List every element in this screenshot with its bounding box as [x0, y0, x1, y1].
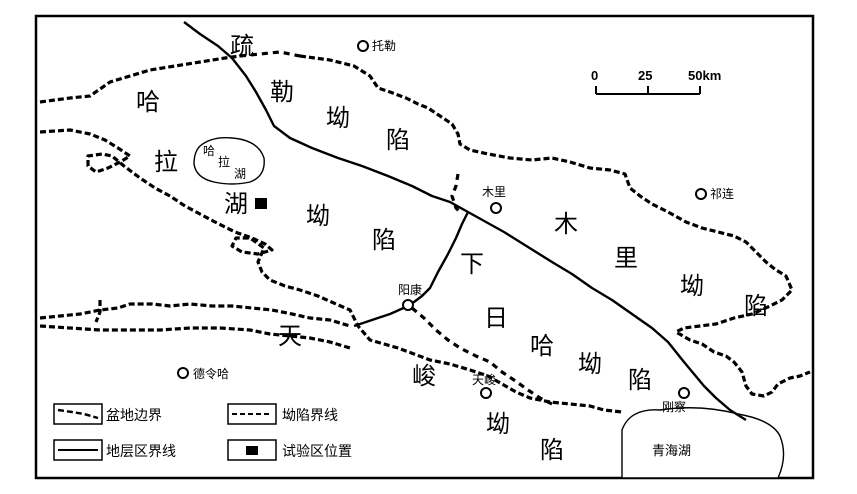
- scale-tick-25: 25: [638, 68, 652, 83]
- region-shu: 疏: [230, 32, 254, 60]
- region-tian: 天: [278, 322, 302, 350]
- scale-tick-50km: 50km: [688, 68, 721, 83]
- region-hu: 湖: [224, 190, 248, 218]
- town-label-delingha: 德令哈: [193, 366, 229, 381]
- legend-stratum-boundary: 地层区界线: [106, 444, 176, 460]
- region-ha2: 哈: [530, 332, 554, 360]
- stratum-boundaries: [183, 21, 747, 422]
- region-xia: 下: [460, 250, 484, 278]
- depression-boundaries: [239, 50, 553, 406]
- region-li: 里: [614, 244, 638, 272]
- basin-boundaries: [39, 54, 811, 414]
- town-label-tuole: 托勒: [372, 39, 396, 53]
- region-xian3: 陷: [744, 292, 768, 320]
- region-jun: 峻: [412, 362, 436, 390]
- legend-test-area: 试验区位置: [282, 444, 352, 460]
- region-ao3: 坳: [680, 272, 704, 300]
- region-ao1: 坳: [326, 104, 350, 132]
- town-label-gangcha: 刚察: [662, 400, 686, 414]
- towns: 托勒 木里 祁连 阳康 德令哈 天峻 刚察: [177, 39, 734, 414]
- scale-tick-0: 0: [591, 68, 598, 83]
- town-label-qilian: 祁连: [710, 186, 734, 201]
- region-ao4: 坳: [578, 350, 602, 378]
- qinghai-lake-label: 青海湖: [652, 444, 691, 459]
- town-marker-gangcha: [678, 387, 690, 399]
- town-marker-muli: [490, 202, 502, 214]
- hala-lake-label-2: 拉: [218, 154, 230, 169]
- legend-basin-boundary: 盆地边界: [106, 408, 162, 424]
- region-xian5: 陷: [540, 436, 564, 464]
- region-ao2: 坳: [306, 202, 330, 230]
- test-area-marker: [255, 198, 267, 209]
- town-label-yangkang: 阳康: [398, 282, 422, 297]
- town-marker-tuole: [357, 40, 369, 52]
- region-la: 拉: [154, 148, 178, 176]
- region-xian4: 陷: [628, 366, 652, 394]
- hala-lake-label-3: 湖: [234, 166, 246, 181]
- region-le: 勒: [270, 78, 294, 106]
- region-xian1: 陷: [386, 126, 410, 154]
- region-ha: 哈: [136, 88, 160, 116]
- legend-depression-boundary: 坳陷界线: [282, 408, 338, 424]
- region-ri: 日: [484, 304, 508, 332]
- scale-bar: 0 25 50km: [591, 68, 721, 95]
- town-marker-tianjun: [480, 387, 492, 399]
- hala-lake: [193, 136, 265, 185]
- town-marker-qilian: [695, 188, 707, 200]
- town-marker-delingha: [177, 367, 189, 379]
- town-label-muli: 木里: [482, 185, 506, 199]
- town-marker-yangkang: [402, 299, 414, 311]
- region-mu: 木: [554, 210, 578, 238]
- lake-labels: 哈 拉 湖 青海湖: [203, 144, 691, 459]
- legend: 盆地边界 坳陷界线 地层区界线 试验区位置: [53, 403, 352, 461]
- region-xian2: 陷: [372, 226, 396, 254]
- town-label-tianjun: 天峻: [472, 372, 496, 387]
- region-labels: 疏 勒 坳 陷 哈 拉 湖 坳 陷 木 里 坳 陷 下 日 哈 坳 陷 天 峻 …: [136, 32, 768, 464]
- hala-lake-label-1: 哈: [203, 144, 215, 158]
- region-ao5: 坳: [486, 410, 510, 438]
